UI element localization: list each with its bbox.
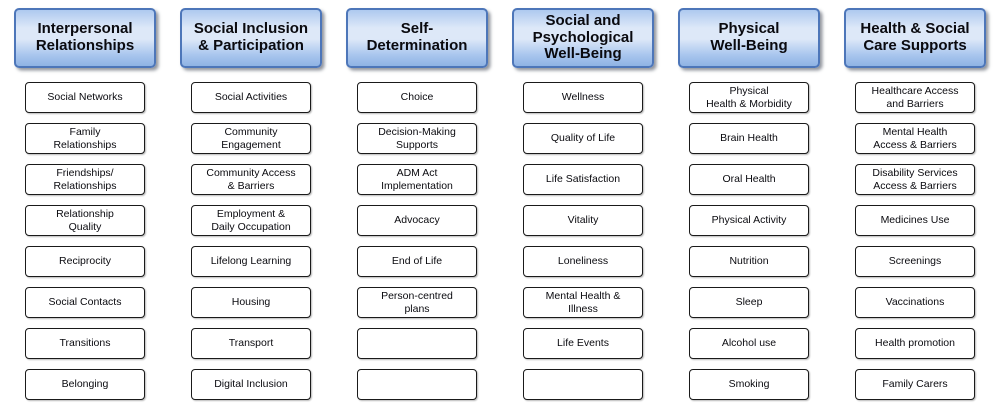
header-social-psychological-well-being: Social and Psychological Well-Being [512,8,654,68]
header-self-determination: Self- Determination [346,8,488,68]
item-box: Community Access & Barriers [191,164,311,195]
item-box: Alcohol use [689,328,809,359]
item-box: Physical Health & Morbidity [689,82,809,113]
column-self-determination: Self- Determination Choice Decision-Maki… [342,8,492,414]
item-box: Social Activities [191,82,311,113]
column-social-inclusion-participation: Social Inclusion & Participation Social … [176,8,326,414]
item-box-empty [357,328,477,359]
item-box: Screenings [855,246,975,277]
header-physical-well-being: Physical Well-Being [678,8,820,68]
item-box: Family Relationships [25,123,145,154]
item-box: Person-centred plans [357,287,477,318]
item-box: Choice [357,82,477,113]
header-health-social-care-supports: Health & Social Care Supports [844,8,986,68]
item-box: Friendships/ Relationships [25,164,145,195]
item-box: Lifelong Learning [191,246,311,277]
item-box: Social Networks [25,82,145,113]
item-box: Physical Activity [689,205,809,236]
item-box: Smoking [689,369,809,400]
header-social-inclusion-participation: Social Inclusion & Participation [180,8,322,68]
item-box: Oral Health [689,164,809,195]
item-box: Advocacy [357,205,477,236]
item-box: End of Life [357,246,477,277]
column-health-social-care-supports: Health & Social Care Supports Healthcare… [840,8,990,414]
item-box: Community Engagement [191,123,311,154]
column-physical-well-being: Physical Well-Being Physical Health & Mo… [674,8,824,414]
item-box: Healthcare Access and Barriers [855,82,975,113]
item-box: Disability Services Access & Barriers [855,164,975,195]
item-box: Decision-Making Supports [357,123,477,154]
item-box: Wellness [523,82,643,113]
item-box: Belonging [25,369,145,400]
column-social-psychological-well-being: Social and Psychological Well-Being Well… [508,8,658,414]
item-box: Family Carers [855,369,975,400]
item-box-empty [523,369,643,400]
item-box: Transport [191,328,311,359]
item-box: Mental Health & Illness [523,287,643,318]
item-box: Life Satisfaction [523,164,643,195]
item-box: Relationship Quality [25,205,145,236]
item-box: Vitality [523,205,643,236]
item-box: Mental Health Access & Barriers [855,123,975,154]
item-box: Digital Inclusion [191,369,311,400]
item-box: Vaccinations [855,287,975,318]
item-box: ADM Act Implementation [357,164,477,195]
column-interpersonal-relationships: Interpersonal Relationships Social Netwo… [10,8,160,414]
item-box: Medicines Use [855,205,975,236]
item-box: Brain Health [689,123,809,154]
item-box: Loneliness [523,246,643,277]
item-box: Sleep [689,287,809,318]
item-box: Social Contacts [25,287,145,318]
item-box: Transitions [25,328,145,359]
item-box: Employment & Daily Occupation [191,205,311,236]
item-box: Reciprocity [25,246,145,277]
item-box: Health promotion [855,328,975,359]
item-box: Quality of Life [523,123,643,154]
item-box-empty [357,369,477,400]
item-box: Nutrition [689,246,809,277]
item-box: Life Events [523,328,643,359]
header-interpersonal-relationships: Interpersonal Relationships [14,8,156,68]
item-box: Housing [191,287,311,318]
